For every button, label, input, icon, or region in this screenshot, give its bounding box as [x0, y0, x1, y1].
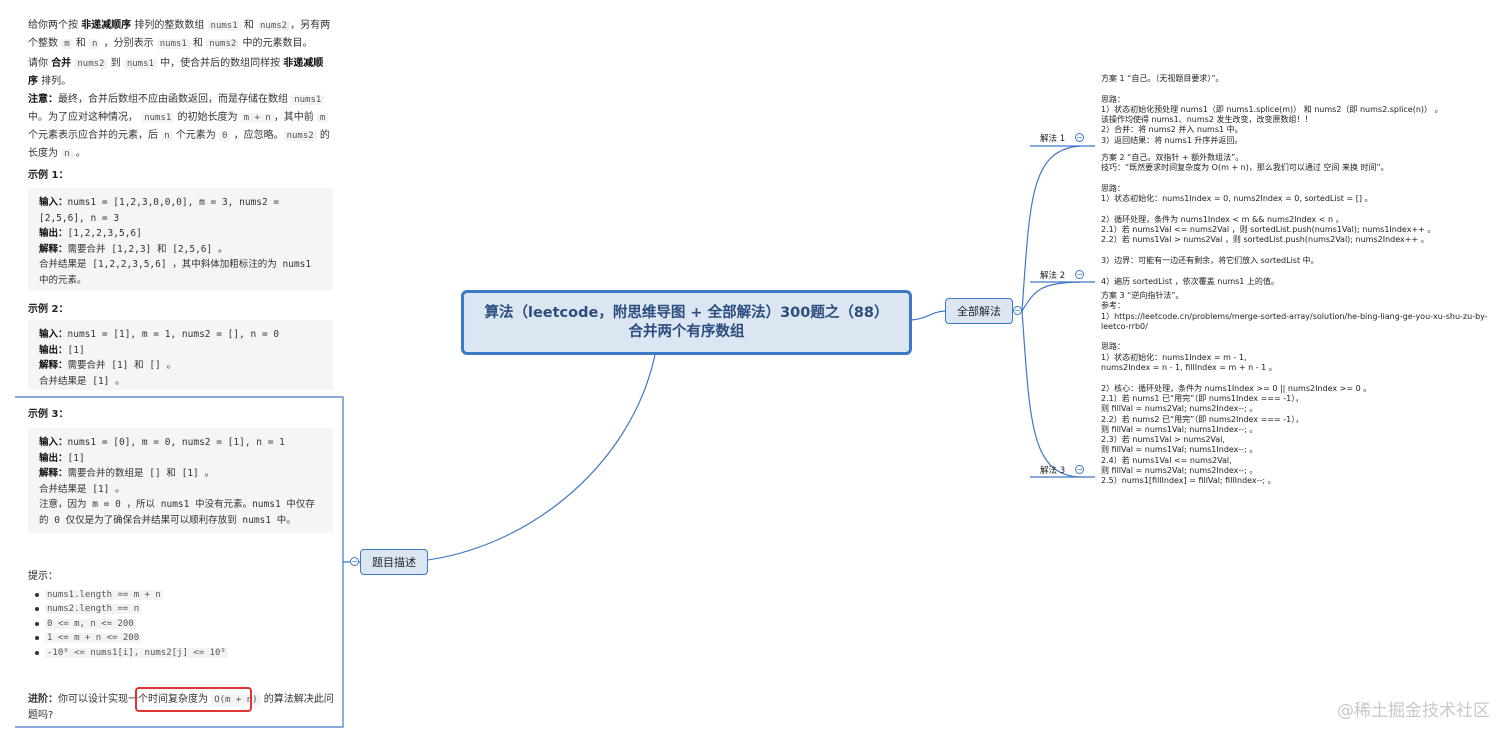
- solution-2-text: 方案 2 “自己。双指针 + 额外数组法”。技巧：“既然要求时间复杂度为 O(m…: [1101, 153, 1435, 287]
- solution-1-text: 方案 1 “自己。（无视题目要求）”。思路：1）状态初始化预处理 nums1（即…: [1101, 74, 1443, 146]
- hint-item: nums1.length == m + n: [35, 588, 228, 602]
- solution-line: 2）核心：循环处理，条件为 nums1Index >= 0 || nums2In…: [1101, 383, 1372, 393]
- solution-line: leetco-rrb0/: [1101, 321, 1148, 331]
- solution-line: 技巧：“既然要求时间复杂度为 O(m + n)，那么我们可以通过 空间 来换 时…: [1101, 163, 1389, 173]
- solution-line: 2.5）nums1[fillIndex] = fillVal; fillInde…: [1101, 476, 1276, 486]
- hints-heading: 提示：: [28, 571, 58, 582]
- topic-problem-description[interactable]: 题目描述: [360, 549, 428, 575]
- method-1-label[interactable]: 解法 1: [1040, 134, 1066, 144]
- root-title-line1: 算法（leetcode，附思维导图 + 全部解法）300题之（88）: [484, 304, 889, 321]
- topic-all-solutions[interactable]: 全部解法: [945, 298, 1013, 324]
- solution-line: [1101, 84, 1443, 94]
- example-line: 输入：nums1 = [0], m = 0, nums2 = [1], n = …: [39, 437, 285, 448]
- example-1-heading: 示例 1：: [28, 170, 69, 181]
- example-line: 解释：需要合并的数组是 [] 和 [1] 。: [39, 468, 214, 479]
- collapse-method-1-icon[interactable]: −: [1075, 132, 1084, 142]
- example-1-box: 输入：nums1 = [1,2,3,0,0,0], m = 3, nums2 =…: [28, 188, 333, 290]
- solution-line: [1101, 174, 1435, 184]
- collapse-method-3-icon[interactable]: −: [1075, 464, 1084, 474]
- solution-line: 1）状态初始化：nums1Index = 0, nums2Index = 0, …: [1101, 194, 1373, 204]
- connector-solutions-m1: [1021, 145, 1081, 312]
- solution-line: 2.4）若 nums1Val <= nums2Val,: [1101, 455, 1232, 465]
- problem-paragraph-2: 请你 合并 nums2 到 nums1 中，使合并后的数组同样按 非递减顺序 排…: [28, 58, 324, 87]
- example-line: 输入：nums1 = [1], m = 1, nums2 = [], n = 0: [39, 329, 280, 340]
- solution-line: 4）遍历 sortedList ，依次覆盖 nums1 上的值。: [1101, 276, 1279, 286]
- method-2-label[interactable]: 解法 2: [1040, 271, 1066, 281]
- example-2-heading: 示例 2：: [28, 304, 69, 315]
- hints-list: nums1.length == m + n nums2.length == n …: [35, 588, 228, 660]
- highlight-box: [135, 687, 252, 712]
- connector-solutions-m3: [1021, 310, 1081, 478]
- method-3-label[interactable]: 解法 3: [1040, 466, 1066, 476]
- watermark: @稀土掘金技术社区: [1337, 701, 1490, 721]
- problem-paragraph-1: 给你两个按 非递减顺序 排列的整数数组 nums1 和 nums2，另有两个整数…: [28, 20, 331, 49]
- connector-solutions-m2: [1021, 281, 1081, 312]
- example-line: 输出：[1,2,2,3,5,6]: [39, 228, 142, 239]
- solution-line: 方案 3 “逆向指针法”。: [1101, 291, 1184, 300]
- solution-line: [1101, 373, 1488, 383]
- solution-line: 2）循环处理，条件为 nums1Index < m && nums2Index …: [1101, 214, 1344, 224]
- solution-line: 则 fillVal = nums2Val; nums2Index--; 。: [1101, 404, 1258, 414]
- solution-line: 3）返回结果：将 nums1 升序并返回。: [1101, 135, 1243, 145]
- advance-note: 进阶：你可以设计实现一个时间复杂度为 O(m + n) 的算法解决此问题吗?: [28, 694, 334, 721]
- hint-item: 1 <= m + n <= 200: [35, 631, 228, 645]
- hint-item: 0 <= m, n <= 200: [35, 617, 228, 631]
- solution-line: 2.2）若 nums2 已“用完”（即 nums2Index === -1），: [1101, 414, 1304, 424]
- example-line: 输入：nums1 = [1,2,3,0,0,0], m = 3, nums2 =…: [39, 197, 285, 224]
- example-3-heading: 示例 3：: [28, 409, 69, 420]
- solution-line: nums2Index = n - 1, fillIndex = m + n - …: [1101, 363, 1277, 373]
- example-line: 输出：[1]: [39, 344, 85, 356]
- solution-line: 1）状态初始化：nums1Index = m - 1,: [1101, 352, 1247, 362]
- solution-line: 思路：: [1101, 94, 1125, 104]
- solution-line: 参考：: [1101, 301, 1125, 311]
- solution-line: [1101, 204, 1435, 214]
- solution-line: 方案 1 “自己。（无视题目要求）”。: [1101, 74, 1224, 83]
- solution-line: 2.3）若 nums1Val > nums2Val,: [1101, 435, 1225, 445]
- connector-root-desc: [407, 354, 656, 563]
- example-line: 解释：需要合并 [1,2,3] 和 [2,5,6] 。: [39, 243, 228, 255]
- solution-line: 3）边界：可能有一边还有剩余，将它们放入 sortedList 中。: [1101, 255, 1319, 265]
- example-3-box: 输入：nums1 = [0], m = 0, nums2 = [1], n = …: [28, 428, 333, 533]
- solution-line: 2.2）若 nums1Val > nums2Val ，则 sortedList.…: [1101, 235, 1429, 245]
- example-line: 合并结果是 [1] 。: [39, 483, 125, 495]
- solution-line: 2）合并：将 nums2 并入 nums1 中。: [1101, 125, 1243, 135]
- solution-line: [1101, 332, 1488, 342]
- example-line: 合并结果是 [1,2,2,3,5,6] ，其中斜体加粗标注的为 nums1 中的…: [39, 259, 317, 286]
- solution-line: [1101, 246, 1435, 256]
- collapse-solutions-icon[interactable]: −: [1013, 305, 1022, 315]
- solution-line: 则 fillVal = nums1Val; nums1Index--; 。: [1101, 445, 1258, 455]
- problem-note: 注意：最终，合并后数组不应由函数返回，而是存储在数组 nums1 中。为了应对这…: [28, 94, 330, 159]
- solution-3-text: 方案 3 “逆向指针法”。参考：1）https://leetcode.cn/pr…: [1101, 291, 1488, 487]
- collapse-description-icon[interactable]: −: [350, 556, 359, 566]
- solution-line: 思路：: [1101, 342, 1125, 352]
- solution-line: 思路：: [1101, 183, 1125, 193]
- solution-line: 1）https://leetcode.cn/problems/merge-sor…: [1101, 311, 1488, 321]
- solution-line: 该操作均使得 nums1、nums2 发生改变，改变原数组！！: [1101, 115, 1313, 125]
- example-line: 输出：[1]: [39, 452, 85, 464]
- hint-item: -10⁹ <= nums1[i], nums2[j] <= 10⁹: [35, 646, 228, 660]
- solution-line: 2.1）若 nums1 已“用完”（即 nums1Index === -1），: [1101, 393, 1304, 403]
- collapse-method-2-icon[interactable]: −: [1075, 269, 1084, 279]
- root-title-line2: 合并两个有序数组: [628, 323, 745, 340]
- solution-line: 方案 2 “自己。双指针 + 额外数组法”。: [1101, 153, 1244, 162]
- root-node[interactable]: 算法（leetcode，附思维导图 + 全部解法）300题之（88） 合并两个有…: [461, 290, 912, 355]
- connector-root-solutions: [911, 310, 946, 321]
- hint-item: nums2.length == n: [35, 602, 228, 616]
- solution-line: [1101, 266, 1435, 276]
- solution-line: 1）状态初始化预处理 nums1（即 nums1.splice(m)） 和 nu…: [1101, 104, 1443, 114]
- solution-line: 则 fillVal = nums2Val; nums2Index--; 。: [1101, 466, 1258, 476]
- example-2-box: 输入：nums1 = [1], m = 1, nums2 = [], n = 0…: [28, 320, 333, 390]
- solution-line: 则 fillVal = nums1Val; nums1Index--; 。: [1101, 424, 1258, 434]
- example-line: 合并结果是 [1] 。: [39, 375, 125, 387]
- example-line: 注意，因为 m = 0 ，所以 nums1 中没有元素。nums1 中仅存的 0…: [39, 499, 315, 526]
- example-line: 解释：需要合并 [1] 和 [] 。: [39, 360, 176, 371]
- solution-line: 2.1）若 nums1Val <= nums2Val ，则 sortedList…: [1101, 225, 1436, 235]
